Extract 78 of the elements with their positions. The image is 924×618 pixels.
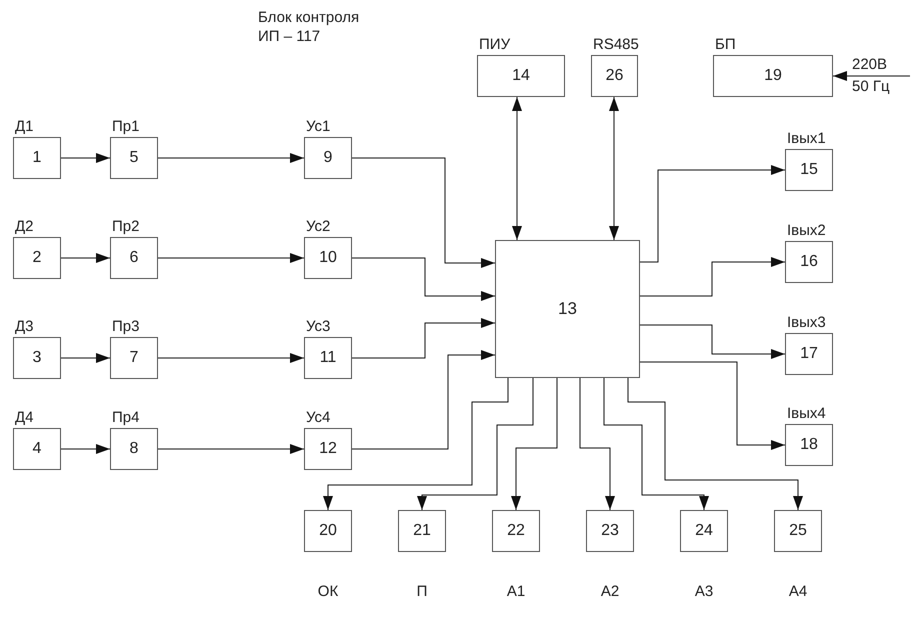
block-label: Пр1 bbox=[112, 117, 140, 137]
arrow bbox=[628, 378, 803, 510]
block-box: 19 bbox=[713, 55, 833, 97]
block-label: ОК bbox=[318, 582, 338, 602]
arrow bbox=[158, 444, 304, 454]
block-label: Ус4 bbox=[306, 408, 330, 428]
arrow bbox=[604, 378, 709, 510]
block-label: Ус1 bbox=[306, 117, 330, 137]
arrow bbox=[352, 158, 496, 268]
arrow bbox=[640, 362, 786, 450]
arrow bbox=[511, 378, 558, 510]
arrow bbox=[580, 378, 615, 510]
block-label: Д3 bbox=[15, 317, 34, 337]
arrow bbox=[417, 378, 534, 510]
arrow bbox=[60, 353, 110, 363]
arrow bbox=[158, 253, 304, 263]
block-label: Iвых3 bbox=[787, 313, 826, 333]
block-box: 5 bbox=[110, 137, 158, 179]
arrow bbox=[640, 257, 786, 296]
arrow bbox=[640, 324, 786, 359]
block-label: Iвых1 bbox=[787, 129, 826, 149]
block-box: 16 bbox=[785, 241, 833, 283]
block-label: Пр2 bbox=[112, 217, 140, 237]
block-label: А1 bbox=[506, 582, 526, 602]
block-box: 9 bbox=[304, 137, 352, 179]
block-label: БП bbox=[715, 35, 736, 55]
arrow bbox=[352, 318, 496, 358]
block-label: Д4 bbox=[15, 408, 34, 428]
block-label: А4 bbox=[788, 582, 808, 602]
block-label: Пр3 bbox=[112, 317, 140, 337]
arrow bbox=[323, 378, 508, 510]
block-label: Д1 bbox=[15, 117, 34, 137]
block-box: 15 bbox=[785, 149, 833, 191]
arrow bbox=[832, 71, 910, 81]
arrow bbox=[352, 258, 496, 301]
block-box: 11 bbox=[304, 337, 352, 379]
block-box: 26 bbox=[591, 55, 638, 97]
block-box: 23 bbox=[586, 510, 634, 552]
block-box: 13 bbox=[495, 240, 640, 378]
block-box: 8 bbox=[110, 428, 158, 470]
arrow bbox=[60, 153, 110, 163]
block-label: Д2 bbox=[15, 217, 34, 237]
block-box: 12 bbox=[304, 428, 352, 470]
block-box: 10 bbox=[304, 237, 352, 279]
arrow bbox=[512, 96, 522, 240]
block-label: Iвых4 bbox=[787, 404, 826, 424]
block-label: Пр4 bbox=[112, 408, 140, 428]
block-box: 7 bbox=[110, 337, 158, 379]
block-box: 14 bbox=[477, 55, 565, 97]
block-box: 18 bbox=[785, 424, 833, 466]
block-box: 2 bbox=[13, 237, 61, 279]
block-box: 4 bbox=[13, 428, 61, 470]
arrow bbox=[60, 444, 110, 454]
diagram-title: Блок контроля ИП – 117 bbox=[258, 8, 360, 46]
block-label: П bbox=[416, 582, 428, 602]
arrow bbox=[60, 253, 110, 263]
edge-label: 220В 50 Гц bbox=[852, 55, 891, 97]
block-label: Iвых2 bbox=[787, 221, 826, 241]
block-label: Ус3 bbox=[306, 317, 330, 337]
block-box: 1 bbox=[13, 137, 61, 179]
arrow bbox=[609, 96, 619, 240]
block-box: 20 bbox=[304, 510, 352, 552]
block-box: 22 bbox=[492, 510, 540, 552]
block-label: А2 bbox=[600, 582, 620, 602]
block-label: Ус2 bbox=[306, 217, 330, 237]
block-box: 24 bbox=[680, 510, 728, 552]
arrow bbox=[158, 353, 304, 363]
block-label: ПИУ bbox=[479, 35, 510, 55]
arrow bbox=[352, 350, 496, 450]
block-box: 6 bbox=[110, 237, 158, 279]
block-box: 17 bbox=[785, 333, 833, 375]
block-box: 21 bbox=[398, 510, 446, 552]
block-label: А3 bbox=[694, 582, 714, 602]
block-label: RS485 bbox=[593, 35, 639, 55]
arrow bbox=[158, 153, 304, 163]
arrow bbox=[640, 165, 786, 262]
block-box: 25 bbox=[774, 510, 822, 552]
block-box: 3 bbox=[13, 337, 61, 379]
